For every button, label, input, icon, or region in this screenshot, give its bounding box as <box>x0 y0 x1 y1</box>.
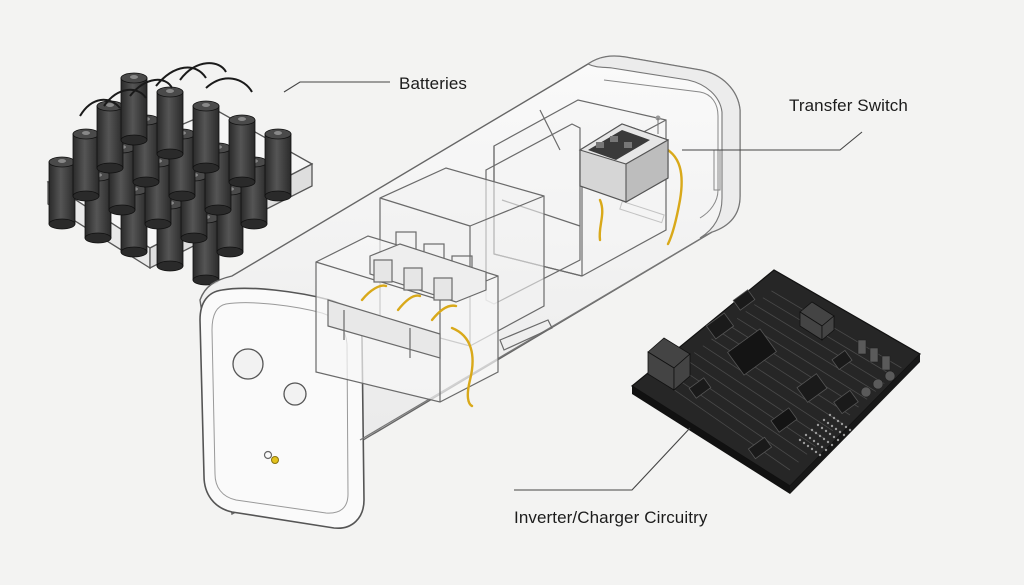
pcb-pad <box>830 443 834 447</box>
pcb-trace <box>771 290 902 369</box>
pcb-pad <box>816 442 820 446</box>
pcb-pad <box>814 431 818 435</box>
pcb-chip <box>770 407 798 433</box>
leader-batteries <box>283 81 390 93</box>
pcb-pad <box>836 438 840 442</box>
battery-wire <box>129 78 173 97</box>
leader-transfer-switch <box>682 131 863 151</box>
transfer-switch <box>578 115 670 203</box>
leader-lines <box>283 81 863 491</box>
front-knob-large <box>232 348 264 380</box>
pcb-trace <box>745 311 876 392</box>
pcb-pad <box>828 413 832 417</box>
pcb-chip <box>732 289 756 311</box>
pcb-chip <box>747 436 773 460</box>
pcb-pad <box>824 429 828 433</box>
battery-cell <box>48 156 76 230</box>
pcb-pad <box>836 419 840 423</box>
pcb-pad <box>834 427 838 431</box>
pcb-trace <box>685 359 816 447</box>
pcb-trace <box>694 352 825 439</box>
pcb-chip <box>705 312 735 340</box>
pcb-pad <box>810 447 814 451</box>
internal-wiring <box>360 144 683 408</box>
pcb-trace <box>754 304 885 384</box>
pcb-chip <box>833 389 859 415</box>
pcb-chip <box>831 349 853 371</box>
power-led-off <box>263 450 273 460</box>
battery-cells <box>48 72 292 286</box>
pcb-pad <box>816 423 820 427</box>
pcb-pad <box>812 439 816 443</box>
battery-cell <box>156 86 184 160</box>
pcb-trace <box>659 379 791 471</box>
pcb-pad <box>822 418 826 422</box>
pcb-pad <box>826 421 830 425</box>
pcb-pad <box>832 435 836 439</box>
pcb-pad <box>820 445 824 449</box>
pcb-pad <box>814 450 818 454</box>
battery-cell <box>228 114 256 188</box>
battery-wire <box>79 98 121 117</box>
pcb-pad <box>826 440 830 444</box>
battery-wire <box>155 66 207 87</box>
pcb-pad <box>820 426 824 430</box>
pcb-trace <box>762 297 894 377</box>
pcb-pad <box>808 436 812 440</box>
internal-frames <box>315 99 667 403</box>
front-knob-small <box>283 382 307 406</box>
battery-pack <box>46 62 314 286</box>
pcb-trace <box>676 365 808 455</box>
leader-inverter <box>514 427 691 491</box>
pcb-pad <box>828 432 832 436</box>
battery-wire <box>179 62 227 81</box>
battery-wire <box>205 77 253 93</box>
pcb-pad <box>802 441 806 445</box>
power-led-on <box>271 456 279 464</box>
label-transfer-switch: Transfer Switch <box>789 96 908 115</box>
inverter-pcb <box>630 269 921 494</box>
battery-cell <box>72 128 100 202</box>
battery-cell <box>120 72 148 146</box>
pcb-pad <box>818 434 822 438</box>
pcb-pad <box>844 425 848 429</box>
battery-wires <box>79 62 253 117</box>
pcb-chip <box>796 373 828 403</box>
pcb-pad <box>838 430 842 434</box>
pcb-pad <box>848 428 852 432</box>
pcb-pad <box>840 422 844 426</box>
battery-cell <box>264 128 292 202</box>
battery-cell <box>96 100 124 174</box>
pcb-pad <box>806 444 810 448</box>
pcb-pad <box>824 448 828 452</box>
label-batteries: Batteries <box>399 74 467 93</box>
pcb-trace <box>702 345 834 432</box>
pcb-pad <box>842 433 846 437</box>
pcb-pad <box>830 424 834 428</box>
pcb-pad <box>822 437 826 441</box>
pcb-chip <box>688 377 712 399</box>
battery-cell <box>192 100 220 174</box>
pcb-pad <box>818 453 822 457</box>
pcb-pad <box>810 428 814 432</box>
battery-wire <box>103 88 147 107</box>
pcb-chip <box>727 328 777 376</box>
label-inverter-charger: Inverter/Charger Circuitry <box>514 508 708 527</box>
pcb-pad <box>798 438 802 442</box>
pcb-pad <box>832 416 836 420</box>
pcb-pad <box>804 433 808 437</box>
